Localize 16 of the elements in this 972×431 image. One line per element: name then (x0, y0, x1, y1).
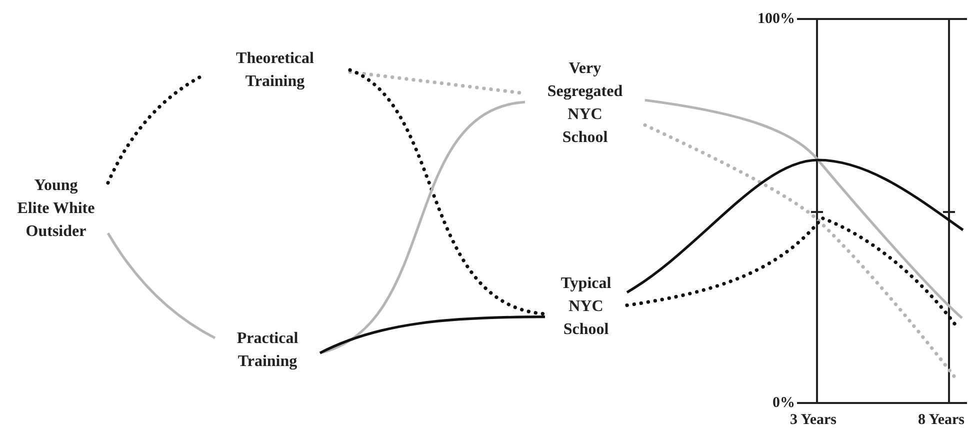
dotted-line (348, 68, 547, 316)
node-label: Practical Training (236, 329, 300, 372)
axis-label: 100% (758, 10, 795, 28)
dotted-line (106, 75, 202, 185)
curve-line (320, 100, 526, 354)
node-label: Typical NYC School (560, 274, 612, 340)
curve-line (319, 316, 545, 354)
curve-line (644, 98, 963, 319)
tick-label: 8 Years (918, 411, 965, 429)
node-label: Theoretical Training (235, 49, 315, 92)
curve-line (106, 232, 216, 340)
axis-label: 0% (772, 394, 795, 412)
node-label: Very Segregated NYC School (546, 59, 624, 148)
curve-line (626, 158, 964, 294)
node-label: Young Elite White Outsider (16, 176, 96, 242)
tick-label: 3 Years (790, 411, 837, 429)
